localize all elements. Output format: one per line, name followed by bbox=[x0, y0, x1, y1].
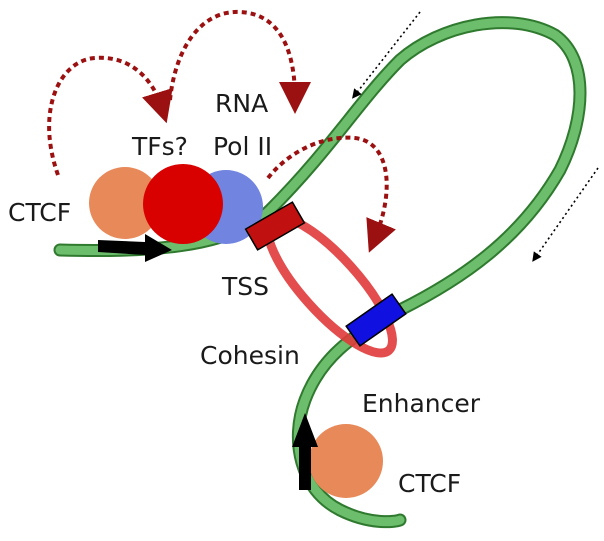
tss-box bbox=[244, 201, 306, 251]
label-pol-ii: Pol II bbox=[213, 132, 272, 161]
label-cohesin: Cohesin bbox=[200, 341, 300, 370]
label-rna: RNA bbox=[215, 89, 268, 118]
label-ctcf-bottom: CTCF bbox=[398, 469, 461, 498]
contact-arrow-2 bbox=[168, 9, 311, 114]
ctcf-motif-arrow-left bbox=[98, 234, 172, 262]
ctcf-bottom-circle bbox=[309, 424, 383, 498]
contact-arrows bbox=[47, 9, 396, 253]
label-enhancer: Enhancer bbox=[362, 389, 481, 418]
label-tfs: TFs? bbox=[131, 132, 188, 161]
ctcf-left-circle bbox=[89, 167, 161, 239]
ctcf-motif-arrow-bottom bbox=[292, 413, 318, 490]
label-tss: TSS bbox=[221, 272, 269, 301]
extrusion-arrow-right bbox=[532, 167, 599, 262]
enhancer-box bbox=[345, 293, 407, 347]
tf-circle bbox=[143, 164, 223, 244]
contact-arrow-3 bbox=[266, 135, 396, 253]
label-ctcf-left: CTCF bbox=[8, 198, 71, 227]
